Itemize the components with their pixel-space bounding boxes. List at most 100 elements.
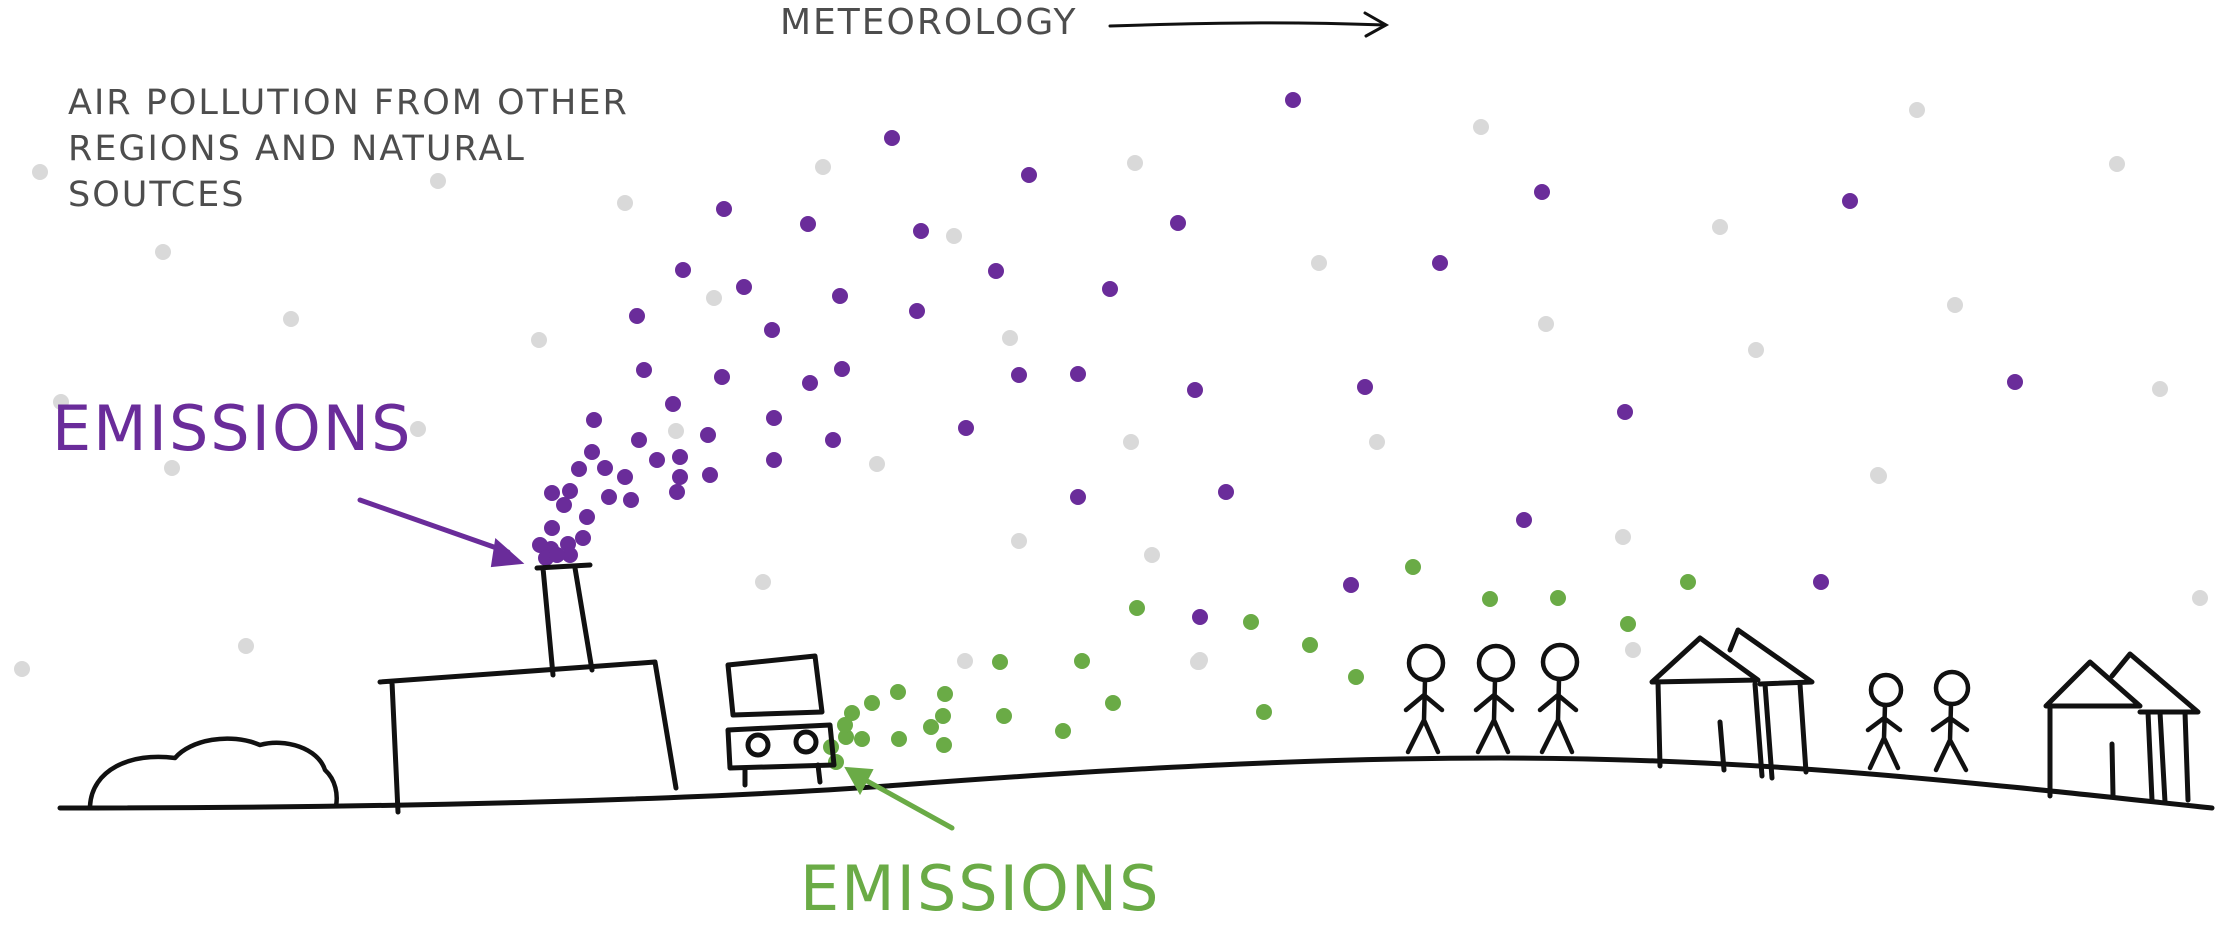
industrial-particle xyxy=(2007,374,2023,390)
house-icon xyxy=(2043,651,2201,805)
background-particle xyxy=(1538,316,1554,332)
vehicle-emissions-label: EMISSIONS xyxy=(800,852,1161,925)
background-particle xyxy=(531,332,547,348)
industrial-particle xyxy=(909,303,925,319)
background-particle xyxy=(1123,434,1139,450)
smokestack-icon xyxy=(534,562,595,678)
background-particle xyxy=(1947,297,1963,313)
traffic-particle xyxy=(1256,704,1272,720)
industrial-particle xyxy=(601,489,617,505)
traffic-particle xyxy=(838,729,854,745)
traffic-particle xyxy=(1405,559,1421,575)
background-particle xyxy=(957,653,973,669)
industrial-particle xyxy=(884,130,900,146)
industrial-particle xyxy=(544,520,560,536)
background-particle xyxy=(53,394,69,410)
industrial-particle xyxy=(629,308,645,324)
background-particle xyxy=(1473,119,1489,135)
industrial-particle xyxy=(800,216,816,232)
regional-label-line: SOUTCES xyxy=(68,175,246,215)
industrial-particle xyxy=(1187,382,1203,398)
factory-emissions-label: EMISSIONS xyxy=(52,392,413,465)
industrial-particle xyxy=(1011,367,1027,383)
background-particle xyxy=(1625,642,1641,658)
industrial-particle xyxy=(1617,404,1633,420)
industrial-particle xyxy=(716,201,732,217)
traffic-particle xyxy=(923,719,939,735)
background-particle xyxy=(32,164,48,180)
industrial-particle xyxy=(700,427,716,443)
traffic-particle xyxy=(1243,614,1259,630)
traffic-particle xyxy=(996,708,1012,724)
industrial-particle xyxy=(702,467,718,483)
background-particle xyxy=(706,290,722,306)
person-icon xyxy=(1473,643,1516,755)
industrial-particle xyxy=(586,412,602,428)
background-particle xyxy=(1909,102,1925,118)
tree-icon xyxy=(87,736,339,807)
industrial-particle xyxy=(672,449,688,465)
industrial-particle xyxy=(1534,184,1550,200)
industrial-particle xyxy=(766,410,782,426)
industrial-particle xyxy=(958,420,974,436)
traffic-particle xyxy=(1620,616,1636,632)
background-particle xyxy=(410,421,426,437)
background-particle xyxy=(1011,533,1027,549)
industrial-particle xyxy=(597,460,613,476)
industrial-particle xyxy=(832,288,848,304)
traffic-particle xyxy=(854,731,870,747)
background-particle xyxy=(14,661,30,677)
industrial-particle xyxy=(834,361,850,377)
industrial-particle xyxy=(1285,92,1301,108)
factory-icon xyxy=(377,562,679,815)
background-particle xyxy=(155,244,171,260)
meteorology-arrow-icon xyxy=(1108,11,1390,38)
industrial-particle xyxy=(1192,609,1208,625)
traffic-particle xyxy=(1482,591,1498,607)
industrial-particle xyxy=(766,452,782,468)
meteorology-label: METEOROLOGY xyxy=(780,2,1078,43)
background-particle xyxy=(815,159,831,175)
industrial-particle xyxy=(532,537,548,553)
traffic-particle xyxy=(864,695,880,711)
traffic-particle xyxy=(1129,600,1145,616)
background-particle xyxy=(1311,255,1327,271)
industrial-particle xyxy=(562,547,578,563)
background-particle xyxy=(869,456,885,472)
traffic-particle xyxy=(844,705,860,721)
industrial-particle xyxy=(913,223,929,239)
background-particle xyxy=(430,173,446,189)
industrial-particle xyxy=(556,497,572,513)
industrial-particle xyxy=(575,530,591,546)
background-particle xyxy=(238,638,254,654)
industrial-particle xyxy=(1813,574,1829,590)
industrial-particle xyxy=(665,396,681,412)
background-particle xyxy=(1615,529,1631,545)
regional-label-line: REGIONS AND NATURAL xyxy=(68,129,526,169)
background-particle xyxy=(668,423,684,439)
industrial-particle xyxy=(764,322,780,338)
industrial-particle xyxy=(669,484,685,500)
traffic-particle xyxy=(1074,653,1090,669)
traffic-particle xyxy=(890,684,906,700)
regional-label-line: AIR POLLUTION FROM OTHER xyxy=(68,83,629,123)
house-icon xyxy=(1649,627,1815,781)
industrial-particle xyxy=(636,362,652,378)
background-particle xyxy=(1748,342,1764,358)
person-icon xyxy=(1865,672,1904,771)
factory-emissions-arrow-icon xyxy=(357,497,525,568)
background-particle xyxy=(1870,467,1886,483)
industrial-particle xyxy=(579,509,595,525)
industrial-particle xyxy=(1842,193,1858,209)
industrial-particle xyxy=(1218,484,1234,500)
background-particle xyxy=(755,574,771,590)
background-particle xyxy=(1712,219,1728,235)
background-particle xyxy=(1191,654,1207,670)
traffic-particle xyxy=(891,731,907,747)
industrial-particle xyxy=(736,279,752,295)
industrial-particle xyxy=(988,263,1004,279)
background-particle xyxy=(1002,330,1018,346)
background-particle xyxy=(1127,155,1143,171)
industrial-pollution-particles xyxy=(532,92,2023,625)
industrial-particle xyxy=(1357,379,1373,395)
